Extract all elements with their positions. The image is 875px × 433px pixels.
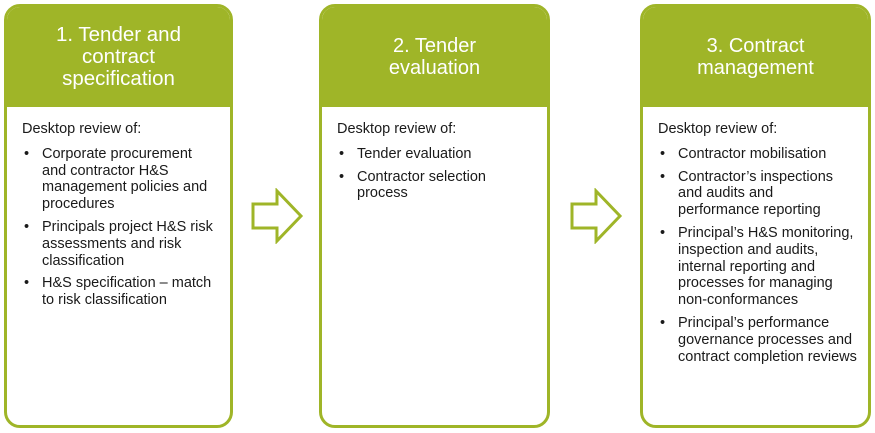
- stage-item-list: Corporate procurement and contractor H&S…: [22, 146, 220, 309]
- stage-body: Desktop review of: Contractor mobilisati…: [643, 107, 868, 365]
- list-item: Tender evaluation: [337, 146, 537, 163]
- stage-title-line: contract: [82, 45, 155, 68]
- list-item: Contractor’s inspections and audits and …: [658, 169, 858, 219]
- list-item: H&S specification – match to risk classi…: [22, 275, 220, 309]
- stage-box-tender-evaluation: 2. Tender evaluation Desktop review of: …: [319, 4, 550, 428]
- list-item: Corporate procurement and contractor H&S…: [22, 146, 220, 213]
- stage-intro: Desktop review of:: [22, 121, 142, 137]
- stage-intro: Desktop review of:: [337, 121, 457, 137]
- list-item: Principals project H&S risk assessments …: [22, 219, 220, 269]
- stage-intro: Desktop review of:: [658, 121, 778, 137]
- list-item: Principal’s performance governance proce…: [658, 315, 858, 365]
- stage-title-line: 2. Tender: [392, 35, 477, 57]
- list-item: Principal’s H&S monitoring, inspection a…: [658, 225, 858, 309]
- stage-body: Desktop review of: Tender evaluation Con…: [322, 107, 547, 202]
- stage-title-line: evaluation: [388, 57, 481, 79]
- stage-item-list: Contractor mobilisation Contractor’s ins…: [658, 146, 858, 366]
- stage-body: Desktop review of: Corporate procurement…: [7, 107, 230, 309]
- stage-title-line: management: [697, 57, 814, 79]
- stage-header: 2. Tender evaluation: [322, 7, 547, 107]
- list-item: Contractor selection process: [337, 169, 537, 203]
- stage-item-list: Tender evaluation Contractor selection p…: [337, 146, 537, 202]
- stage-title-line: specification: [62, 67, 175, 90]
- stage-box-tender-specification: 1. Tender and contract specification Des…: [4, 4, 233, 428]
- stage-title-line: 1. Tender and: [55, 23, 181, 46]
- stage-header: 3. Contract management: [643, 7, 868, 107]
- list-item: Contractor mobilisation: [658, 146, 858, 163]
- stage-title-line: 3. Contract: [706, 35, 805, 57]
- right-arrow-icon: [570, 188, 623, 244]
- right-arrow-icon: [251, 188, 304, 244]
- stage-header: 1. Tender and contract specification: [7, 7, 230, 107]
- stage-box-contract-management: 3. Contract management Desktop review of…: [640, 4, 871, 428]
